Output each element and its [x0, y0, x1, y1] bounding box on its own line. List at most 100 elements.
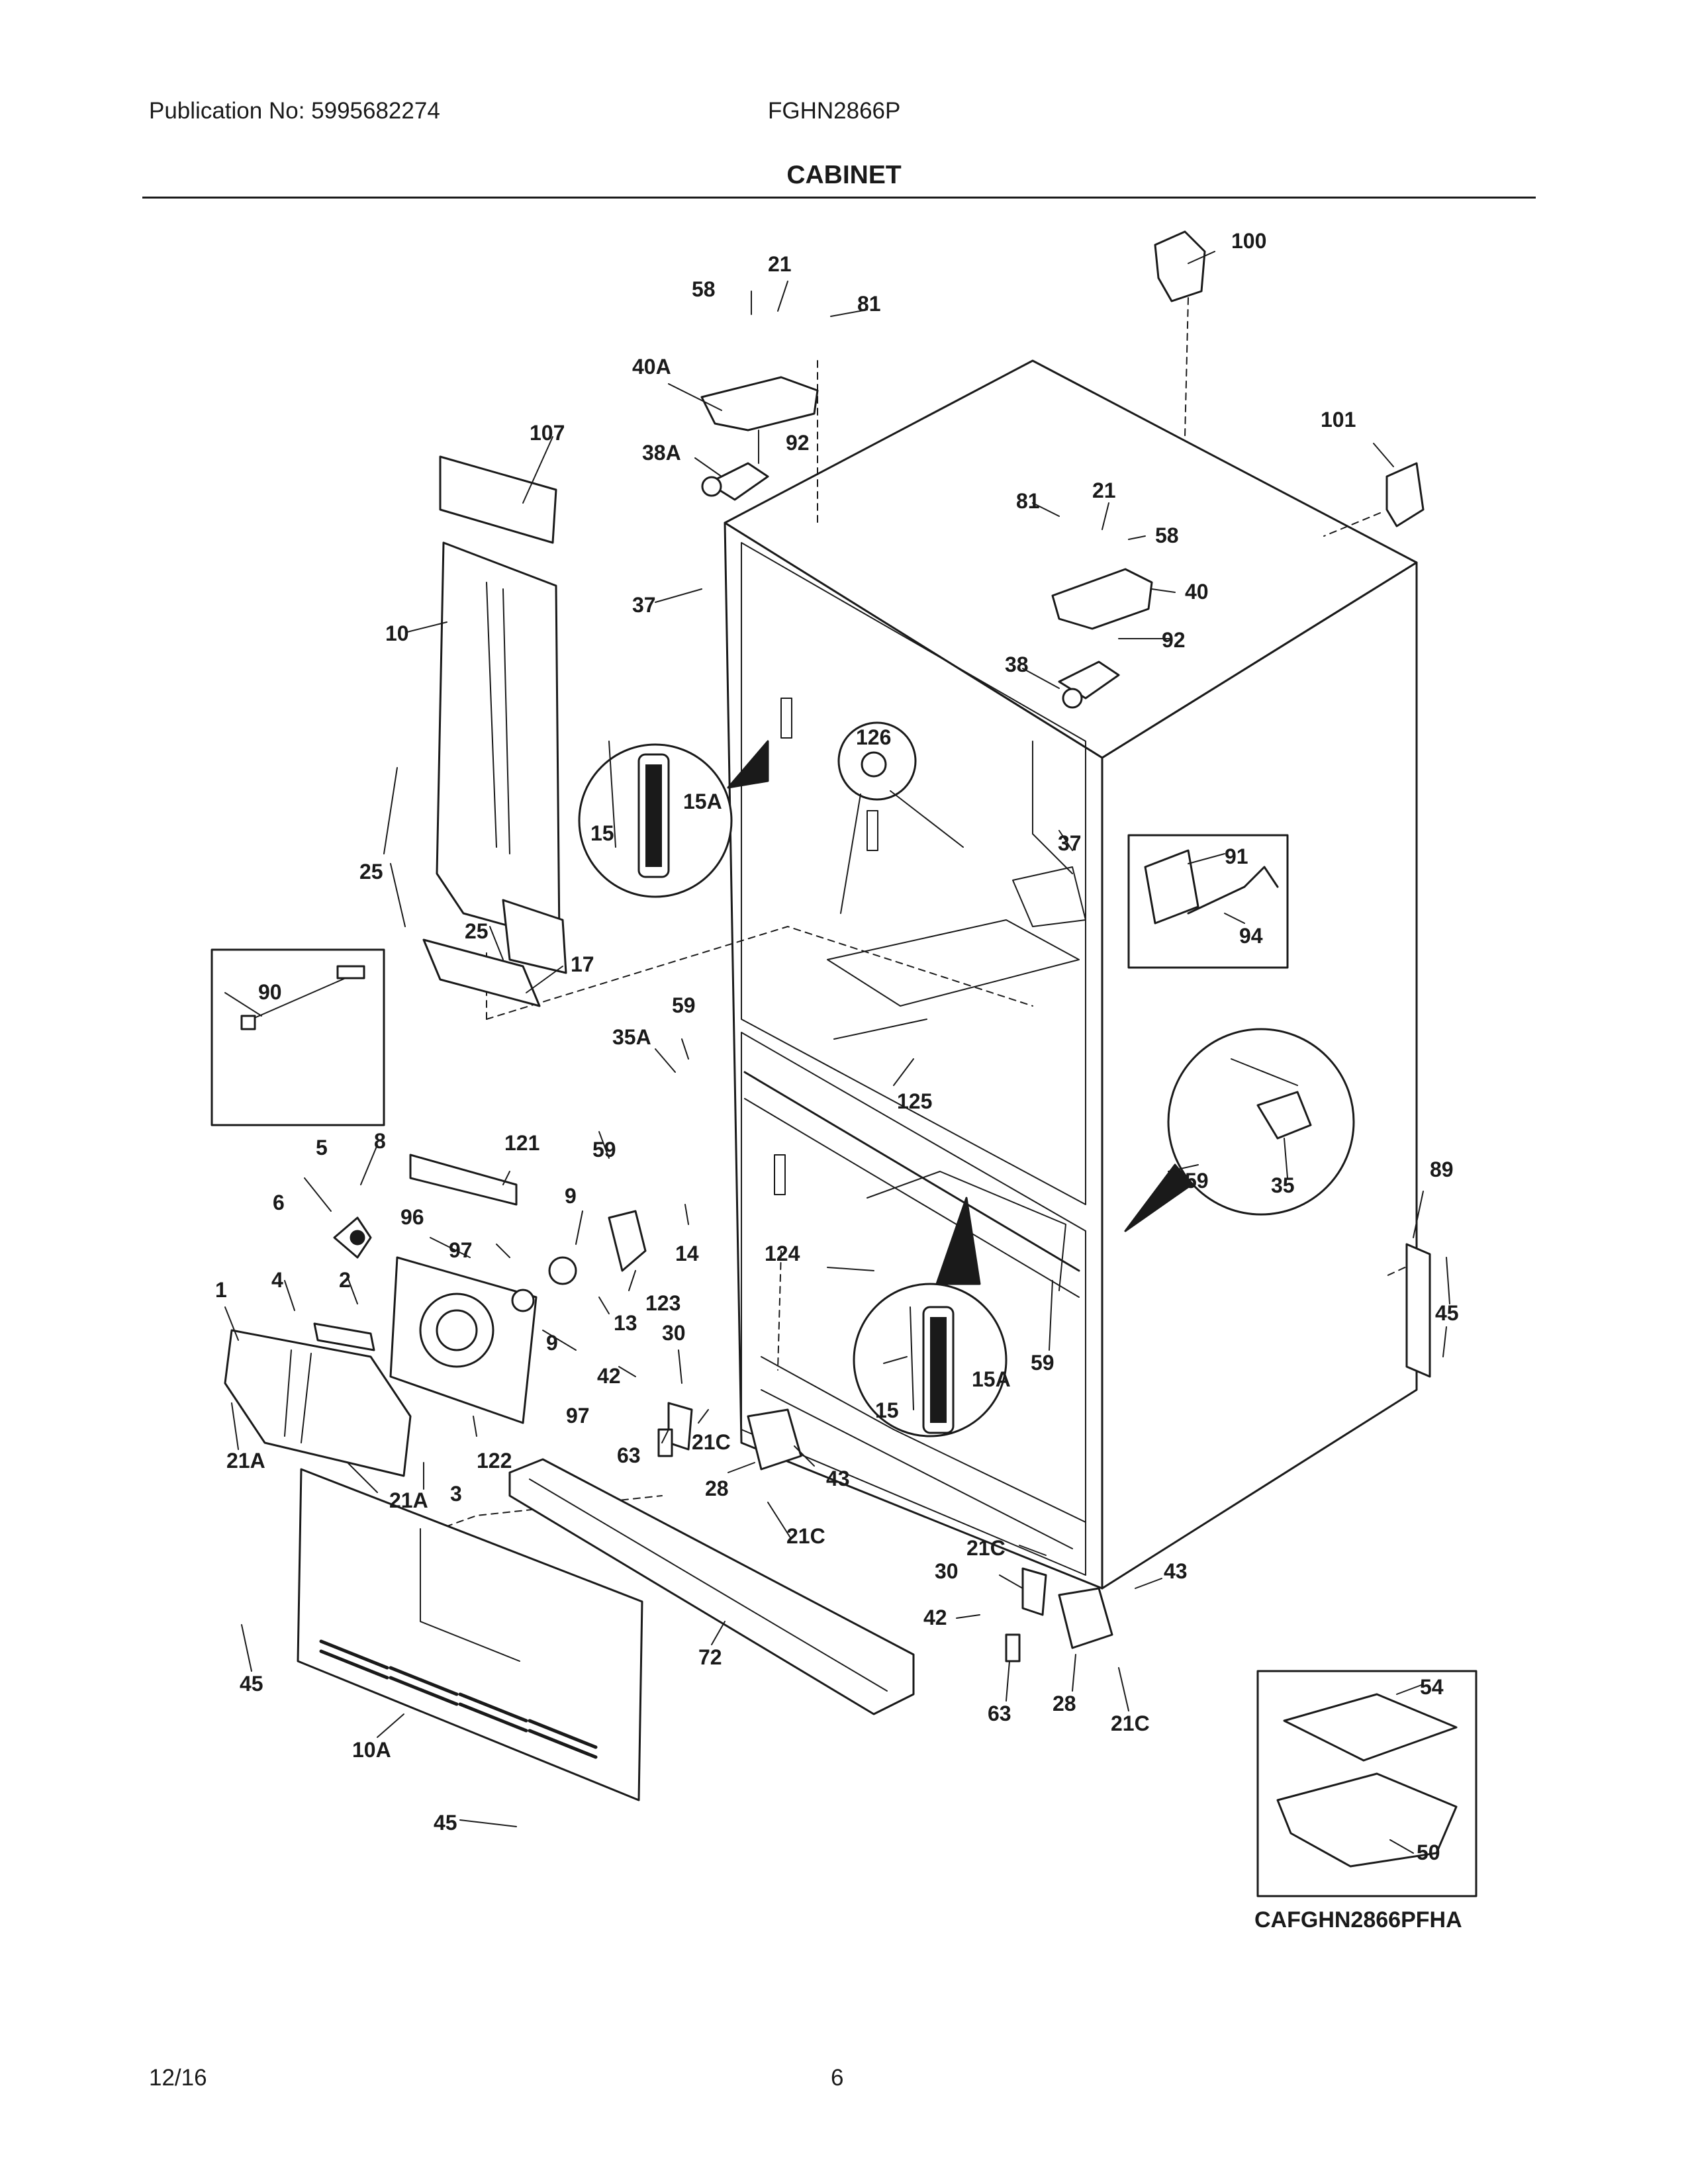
- detail-circle-lower-left: [853, 1197, 1008, 1437]
- callout-30-b: 30: [935, 1559, 959, 1583]
- callout-43-b: 43: [1164, 1559, 1188, 1583]
- callout-37-top: 37: [632, 593, 656, 617]
- hinge-cover-100: [1154, 230, 1206, 302]
- callout-15-upper: 15: [590, 821, 614, 845]
- callout-126: 126: [856, 725, 891, 749]
- rear-access-cover: [297, 1468, 643, 1801]
- callout-43-a: 43: [826, 1467, 850, 1490]
- callout-107: 107: [530, 421, 565, 445]
- callout-21C-a: 21C: [692, 1430, 731, 1454]
- callout-21: 21: [768, 252, 792, 276]
- callout-123: 123: [645, 1291, 680, 1315]
- callout-3: 3: [450, 1482, 462, 1506]
- callout-21A-b: 21A: [389, 1488, 428, 1512]
- callout-13: 13: [614, 1311, 637, 1335]
- callout-59-a: 59: [672, 993, 696, 1017]
- callout-21A-a: 21A: [226, 1449, 265, 1473]
- callout-101: 101: [1321, 408, 1356, 432]
- callout-96: 96: [400, 1205, 424, 1229]
- callout-38A: 38A: [642, 441, 681, 465]
- callout-124: 124: [765, 1242, 800, 1265]
- callout-4: 4: [271, 1268, 283, 1292]
- callout-121: 121: [504, 1131, 539, 1155]
- hinge-cover-101: [1385, 462, 1425, 527]
- top-left-hinge: [700, 376, 819, 501]
- callout-63-b: 63: [988, 1702, 1011, 1725]
- toe-grille: [508, 1458, 915, 1715]
- callout-28-b: 28: [1053, 1692, 1076, 1715]
- callout-45-right: 45: [1435, 1301, 1459, 1325]
- evaporator-housing: [224, 1322, 412, 1477]
- diagram-code: CAFGHN2866PFHA: [1254, 1907, 1462, 1933]
- callout-17: 17: [571, 952, 594, 976]
- callout-63-a: 63: [617, 1443, 641, 1467]
- page-number: 6: [831, 2065, 844, 2091]
- callout-40: 40: [1185, 580, 1209, 604]
- callout-6: 6: [273, 1191, 285, 1214]
- callout-125: 125: [897, 1089, 932, 1113]
- callout-81: 81: [857, 292, 881, 316]
- callout-100: 100: [1231, 229, 1266, 253]
- callout-59-b: 59: [592, 1138, 616, 1161]
- callout-21C-d: 21C: [1111, 1711, 1150, 1735]
- callout-94: 94: [1239, 924, 1263, 948]
- lower-hinge-right: [1005, 1567, 1113, 1662]
- callout-97-b: 97: [566, 1404, 590, 1428]
- callout-35A: 35A: [612, 1025, 651, 1049]
- callout-58: 58: [692, 277, 716, 301]
- callout-10A: 10A: [352, 1738, 391, 1762]
- callout-14: 14: [675, 1242, 699, 1265]
- callout-30-a: 30: [662, 1321, 686, 1345]
- inset-box-90: [211, 948, 385, 1126]
- callout-92: 92: [786, 431, 810, 455]
- callout-45-bottom: 45: [434, 1811, 457, 1835]
- callout-90: 90: [258, 980, 282, 1004]
- callout-81-right: 81: [1016, 489, 1040, 513]
- callout-59-c: 59: [1185, 1169, 1209, 1193]
- callout-5: 5: [316, 1136, 328, 1160]
- callout-91: 91: [1225, 844, 1248, 868]
- page-title: CABINET: [786, 161, 902, 189]
- publication-number: Publication No: 5995682274: [149, 98, 440, 124]
- top-right-hinge: [1051, 568, 1153, 709]
- callout-15A-lower: 15A: [972, 1367, 1011, 1391]
- cabinet-body: [724, 359, 1418, 1590]
- detail-circle-right: [1124, 1028, 1355, 1232]
- callout-97-a: 97: [449, 1238, 473, 1262]
- title-rule: [142, 197, 1536, 199]
- callout-40A: 40A: [632, 355, 671, 379]
- model-number: FGHN2866P: [768, 98, 901, 124]
- callout-21C-b: 21C: [786, 1524, 825, 1548]
- callout-72: 72: [698, 1645, 722, 1669]
- inset-box-91-94: [1127, 834, 1289, 969]
- callout-25-a: 25: [359, 860, 383, 884]
- callout-92-right: 92: [1162, 628, 1186, 652]
- callout-2: 2: [339, 1268, 351, 1292]
- fan-motor-assembly: [333, 1154, 647, 1424]
- callout-10: 10: [385, 621, 409, 645]
- callout-58-right: 58: [1155, 523, 1179, 547]
- air-tower-assembly: [422, 455, 567, 1007]
- callout-9-b: 9: [546, 1331, 558, 1355]
- callout-42-a: 42: [597, 1364, 621, 1388]
- callout-15A-upper: 15A: [683, 790, 722, 813]
- callout-38: 38: [1005, 653, 1029, 676]
- callout-15-lower: 15: [875, 1398, 899, 1422]
- callout-89: 89: [1430, 1158, 1454, 1181]
- lower-hinge-left: [657, 1402, 802, 1471]
- publication-date: 12/16: [149, 2065, 207, 2091]
- detail-circle-126: [837, 721, 964, 914]
- callout-42-b: 42: [923, 1606, 947, 1629]
- callout-28-a: 28: [705, 1477, 729, 1500]
- callout-21C-c: 21C: [966, 1536, 1006, 1560]
- detail-circle-upper-left: [578, 740, 769, 898]
- callout-35: 35: [1271, 1173, 1295, 1197]
- callout-37-right: 37: [1058, 831, 1082, 855]
- callout-21-right: 21: [1092, 478, 1116, 502]
- callout-25-b: 25: [465, 919, 489, 943]
- callout-leaders: [224, 251, 1450, 1854]
- callout-9-a: 9: [565, 1184, 577, 1208]
- callout-59-d: 59: [1031, 1351, 1055, 1375]
- callout-1: 1: [215, 1278, 227, 1302]
